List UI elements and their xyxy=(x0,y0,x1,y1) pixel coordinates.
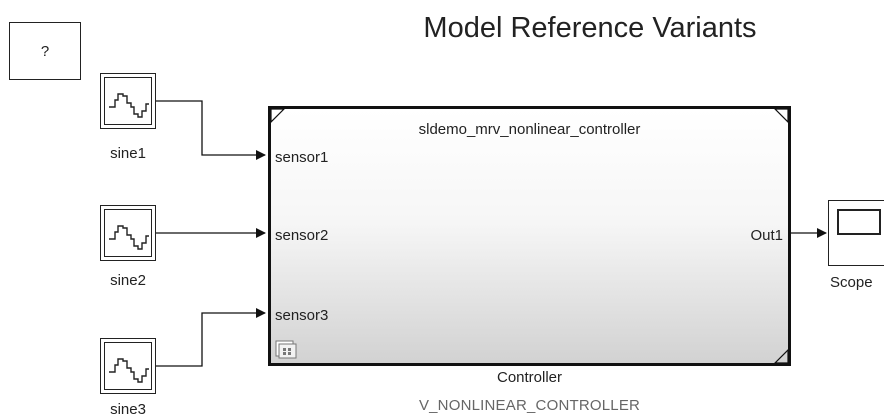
help-block[interactable]: ? xyxy=(9,22,81,80)
diagram-title: Model Reference Variants xyxy=(423,12,757,44)
corner-top-right-icon xyxy=(774,109,788,123)
sine1-block-frame xyxy=(104,77,152,125)
sine3-block-frame xyxy=(104,342,152,390)
signal-line-sine3-sensor3[interactable] xyxy=(156,308,266,367)
sine1-label: sine1 xyxy=(110,145,146,162)
active-variant-label: V_NONLINEAR_CONTROLLER xyxy=(418,397,641,414)
referenced-model-name: sldemo_mrv_nonlinear_controller xyxy=(418,121,641,138)
scope-label: Scope xyxy=(830,274,873,291)
inport-sensor3-label: sensor3 xyxy=(275,307,329,324)
sine1-block[interactable] xyxy=(100,73,156,129)
inport-sensor2-label: sensor2 xyxy=(275,227,329,244)
model-reference-icon xyxy=(275,340,297,359)
help-block-label: ? xyxy=(40,42,50,60)
sine2-label: sine2 xyxy=(110,272,146,289)
outport-out1-label: Out1 xyxy=(750,227,783,244)
sine-wave-icon xyxy=(109,358,149,383)
corner-top-left-icon xyxy=(271,109,285,123)
scope-block[interactable] xyxy=(828,200,884,266)
controller-block-name: Controller xyxy=(496,369,563,386)
scope-screen-icon xyxy=(837,209,881,235)
sine-wave-icon xyxy=(109,225,149,250)
inport-sensor1-label: sensor1 xyxy=(275,149,329,166)
sine-wave-icon xyxy=(109,93,149,118)
corner-bottom-right-icon xyxy=(774,349,788,363)
sine2-block[interactable] xyxy=(100,205,156,261)
sine2-block-frame xyxy=(104,209,152,257)
signal-line-sine1-sensor1[interactable] xyxy=(156,100,266,160)
sine3-block[interactable] xyxy=(100,338,156,394)
sine3-label: sine3 xyxy=(110,401,146,418)
controller-model-reference-block[interactable]: sldemo_mrv_nonlinear_controller sensor1 … xyxy=(268,106,791,366)
